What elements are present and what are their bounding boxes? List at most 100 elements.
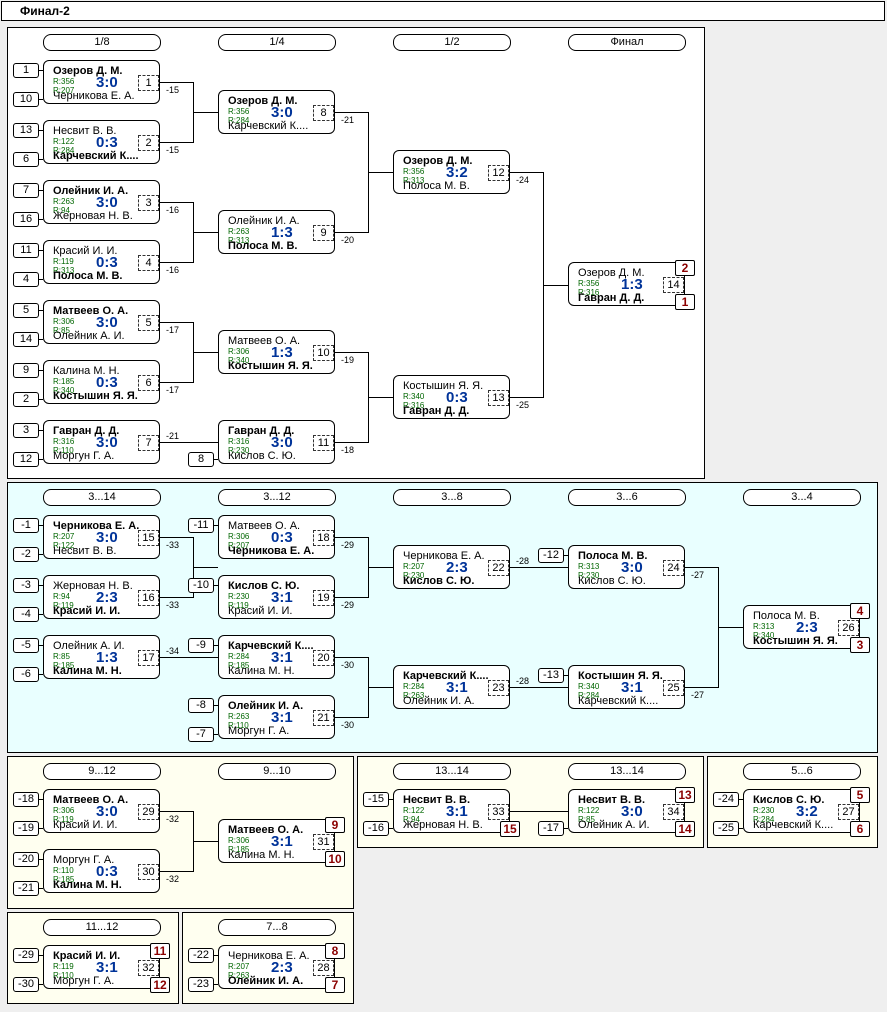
connector-h <box>685 687 718 688</box>
player-top-name: Матвеев О. А. <box>228 824 304 836</box>
match-score: 3:1 <box>271 709 293 726</box>
rating-bottom: R:85 <box>578 815 595 824</box>
match-number: 28 <box>313 960 334 976</box>
match-score: 3:0 <box>271 104 293 121</box>
loser-destination-note: -21 <box>166 431 180 441</box>
seed-box-s12: 12 <box>13 452 39 467</box>
player-bottom-name: Карчевский К.... <box>53 150 139 162</box>
match-score: 3:0 <box>621 803 643 820</box>
rating-bottom: R:119 <box>53 601 74 610</box>
place-badge-top: 5 <box>850 787 870 803</box>
match-score: 0:3 <box>446 389 468 406</box>
seed-connector <box>214 955 218 956</box>
player-top-name: Матвеев О. А. <box>228 520 301 532</box>
match-number: 30 <box>138 864 159 880</box>
seed-box-y17: -17 <box>538 821 564 836</box>
rating-bottom: R:313 <box>403 176 425 185</box>
match-number: 32 <box>138 960 159 976</box>
rating-top: R:306 <box>53 317 75 326</box>
loser-destination-note: -30 <box>341 660 355 670</box>
player-bottom-name: Костышин Я. Я. <box>53 390 138 402</box>
match-number: 14 <box>663 277 684 293</box>
place-badge-top: 13 <box>675 787 695 803</box>
match-score: 3:0 <box>621 559 643 576</box>
player-bottom-name: Костышин Я. Я. <box>753 635 838 647</box>
match-score: 2:3 <box>271 959 293 976</box>
player-bottom-name: Гавран Д. Д. <box>403 405 470 417</box>
seed-box-c8: -8 <box>188 698 214 713</box>
seed-connector <box>39 525 43 526</box>
player-top-name: Несвит В. В. <box>53 125 117 137</box>
rating-top: R:207 <box>53 532 75 541</box>
seed-box-y25: -25 <box>713 821 739 836</box>
seed-box-c13: -13 <box>538 668 564 683</box>
seed-box-y18: -18 <box>13 792 39 807</box>
player-top-name: Несвит В. В. <box>578 794 646 806</box>
player-bottom-name: Красий И. И. <box>53 819 118 831</box>
seed-connector <box>39 955 43 956</box>
rating-top: R:263 <box>228 227 250 236</box>
match-score: 3:0 <box>96 74 118 91</box>
player-bottom-name: Карчевский К.... <box>753 819 834 831</box>
match-score: 3:0 <box>271 434 293 451</box>
loser-destination-note: -25 <box>516 400 530 410</box>
match-score: 0:3 <box>96 134 118 151</box>
rating-bottom: R:185 <box>228 845 250 854</box>
round-label-r4: 1/4 <box>218 34 336 51</box>
place-badge-bottom: 1 <box>675 294 695 310</box>
loser-destination-note: -24 <box>516 175 530 185</box>
seed-connector <box>214 645 218 646</box>
connector-h <box>160 322 193 323</box>
match-number: 22 <box>488 560 509 576</box>
loser-destination-note: -16 <box>166 265 180 275</box>
rating-bottom: R:207 <box>228 541 250 550</box>
match-score: 3:1 <box>621 679 643 696</box>
connector-h <box>193 567 218 568</box>
seed-box-s11: 11 <box>13 243 39 258</box>
player-bottom-name: Жерновая Н. В. <box>53 210 133 222</box>
match-number: 6 <box>138 375 159 391</box>
rating-top: R:340 <box>578 682 600 691</box>
player-bottom-name: Гавран Д. Д. <box>578 292 645 304</box>
place-badge-bottom: 15 <box>500 821 520 837</box>
connector-h <box>160 382 193 383</box>
connector-h <box>160 202 193 203</box>
match-number: 5 <box>138 315 159 331</box>
rating-bottom: R:313 <box>53 266 75 275</box>
seed-connector <box>739 828 743 829</box>
